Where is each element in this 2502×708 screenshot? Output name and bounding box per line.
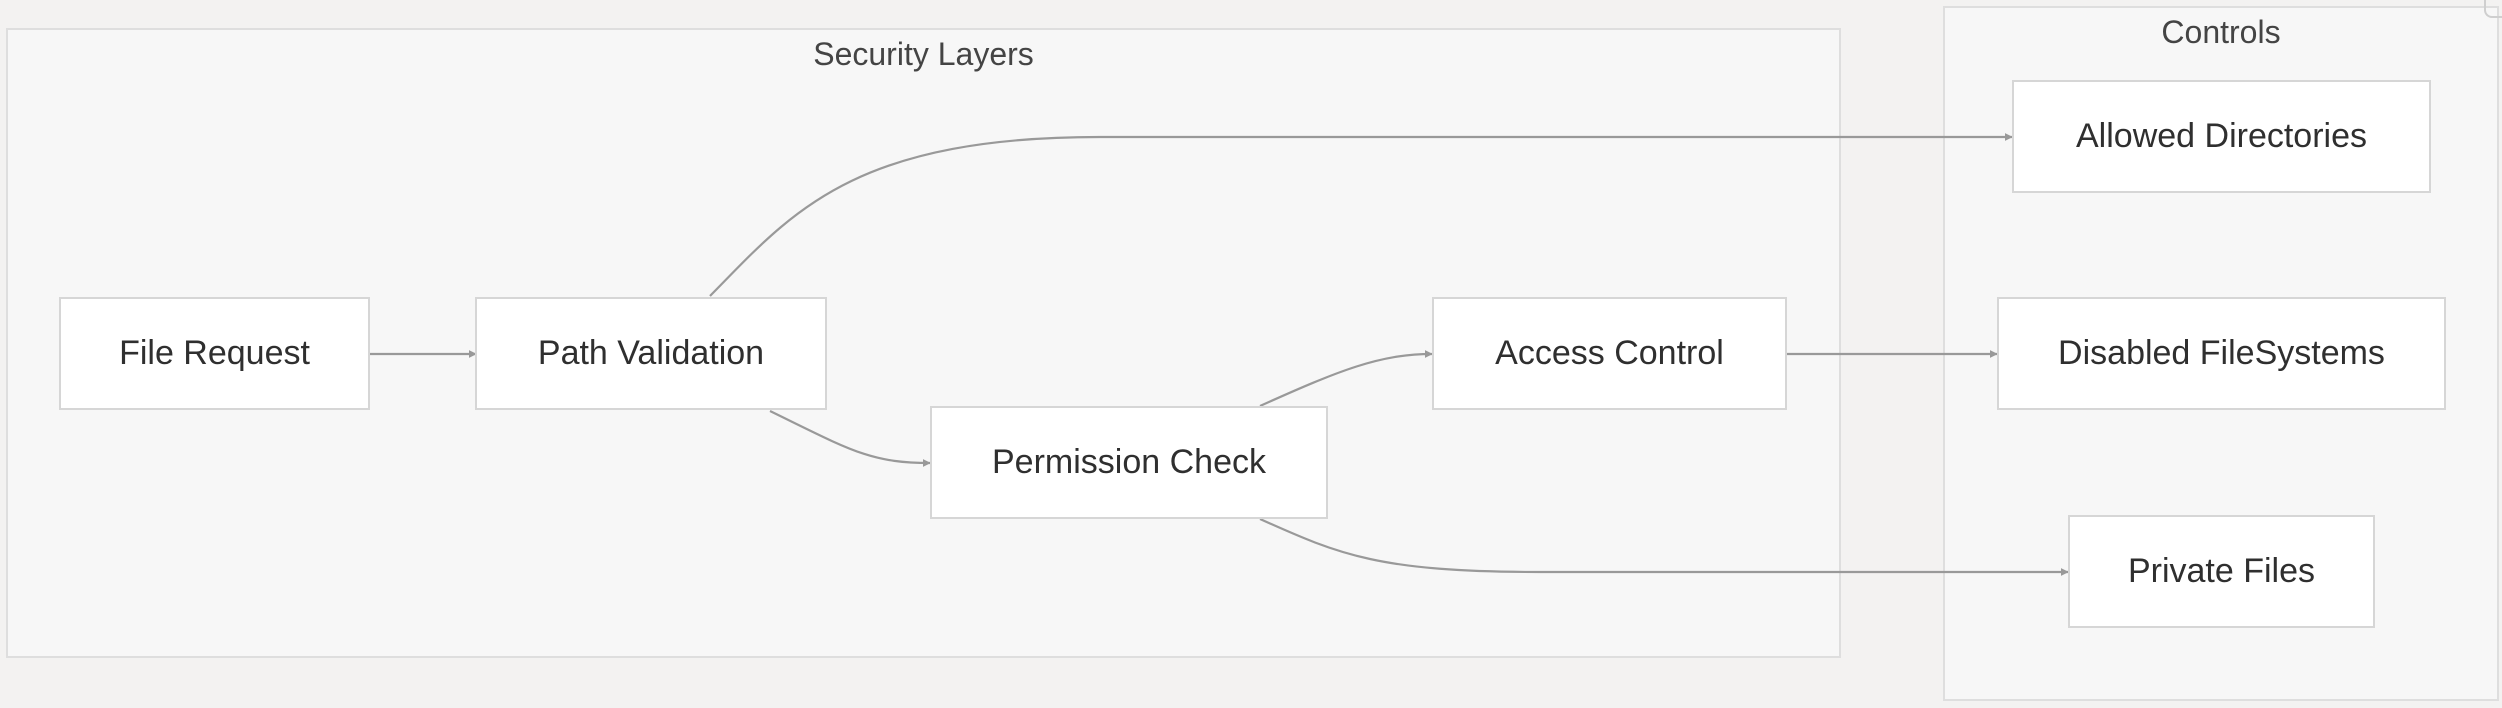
node-access-control: Access Control [1432,297,1787,410]
node-private-files: Private Files [2068,515,2375,628]
node-path-validation: Path Validation [475,297,827,410]
node-allowed-directories: Allowed Directories [2012,80,2431,193]
node-disabled-filesystems: Disabled FileSystems [1997,297,2446,410]
group-title-security-layers: Security Layers [813,36,1034,72]
corner-marker [2484,0,2502,18]
group-title-controls: Controls [2161,14,2281,50]
node-file-request: File Request [59,297,370,410]
node-permission-check: Permission Check [930,406,1328,519]
